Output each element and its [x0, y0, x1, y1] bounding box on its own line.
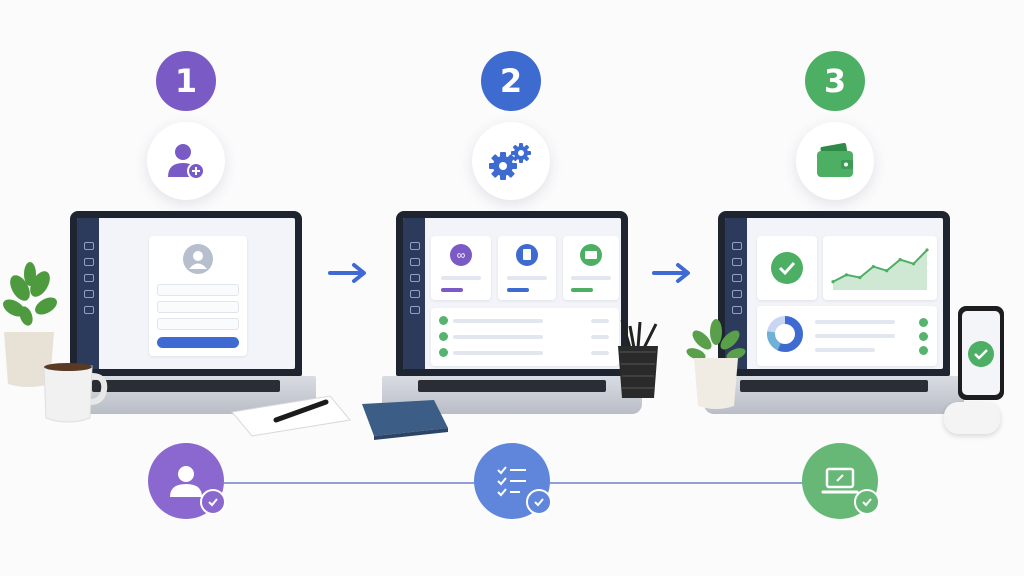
- growth-chart: [831, 248, 929, 290]
- step-number-3: 3: [805, 51, 865, 111]
- checkmark-icon: [771, 252, 803, 284]
- name-field[interactable]: [157, 284, 239, 296]
- chart-line: [832, 249, 928, 283]
- plant-right: [686, 318, 746, 410]
- laptop-verified-icon: [821, 467, 859, 494]
- signup-screen: [77, 218, 295, 369]
- link-icon: ∞: [450, 244, 472, 266]
- smartphone: [958, 306, 1004, 400]
- earbuds-case: [944, 402, 1000, 434]
- chart-area: [833, 250, 927, 290]
- summary-card: [757, 306, 937, 366]
- step-number-1: 1: [156, 51, 216, 111]
- checklist-icon: [497, 466, 526, 497]
- integration-card-document[interactable]: [498, 236, 556, 300]
- wallet-icon: [817, 142, 853, 177]
- integration-card-email[interactable]: [563, 236, 619, 300]
- step-3-complete: [802, 443, 880, 519]
- donut-chart-icon: [767, 316, 803, 352]
- plant-left: [0, 258, 60, 388]
- step-1-icon-bubble: [147, 122, 225, 200]
- document-icon: [516, 244, 538, 266]
- app-sidebar: [77, 218, 99, 369]
- integration-card-link[interactable]: ∞: [431, 236, 491, 300]
- chart-point-5: [898, 258, 902, 262]
- add-user-icon: [168, 144, 205, 180]
- gears-icon: [489, 143, 531, 180]
- arrow-right-icon: [652, 263, 690, 283]
- chart-point-3: [871, 264, 875, 269]
- chart-point-1: [844, 273, 849, 277]
- signup-form-card: [149, 236, 247, 356]
- chart-point-7: [925, 248, 929, 252]
- chart-point-0: [831, 280, 835, 284]
- laptop-2-screen: ∞: [396, 211, 628, 376]
- notebook-with-pen: [226, 390, 356, 438]
- step-2-complete: [474, 443, 552, 519]
- step-2-icon-bubble: [472, 122, 550, 200]
- book: [358, 398, 450, 440]
- dashboard-screen: [725, 218, 943, 369]
- step-3-icon-bubble: [796, 122, 874, 200]
- step-1-complete: [148, 443, 226, 519]
- user-verified-icon: [170, 466, 202, 497]
- password-field[interactable]: [157, 318, 239, 330]
- chart-point-6: [911, 262, 916, 266]
- growth-chart-card: [823, 236, 937, 300]
- arrow-right-icon: [328, 263, 366, 283]
- setup-screen: ∞: [403, 218, 621, 369]
- step-number-2: 2: [481, 51, 541, 111]
- email-field[interactable]: [157, 301, 239, 313]
- chart-point-4: [885, 269, 889, 273]
- avatar-icon: [183, 244, 213, 274]
- app-sidebar: [403, 218, 425, 369]
- laptop-3-screen: [718, 211, 950, 376]
- success-card: [757, 236, 817, 300]
- coffee-mug: [40, 360, 110, 426]
- checkmark-icon: [968, 341, 994, 367]
- laptop-2-base: [382, 376, 642, 414]
- email-icon: [580, 244, 602, 266]
- laptop-3-base: [704, 376, 964, 414]
- pen-holder: [614, 318, 662, 400]
- signup-submit-button[interactable]: [157, 337, 239, 348]
- app-sidebar: [725, 218, 747, 369]
- laptop-1-screen: [70, 211, 302, 376]
- setup-checklist: [431, 308, 619, 366]
- chart-point-2: [858, 275, 862, 280]
